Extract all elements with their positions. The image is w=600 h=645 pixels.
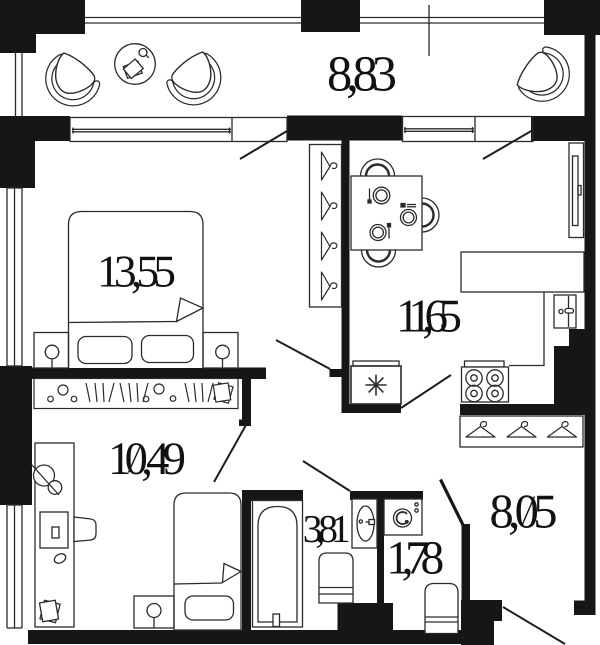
svg-text:3,81: 3,81 [303, 507, 351, 551]
svg-text:8,05: 8,05 [490, 486, 558, 539]
svg-text:8,83: 8,83 [327, 46, 397, 102]
svg-text:13,55: 13,55 [97, 246, 176, 297]
svg-text:1,78: 1,78 [386, 533, 444, 585]
svg-text:10,49: 10,49 [108, 434, 186, 485]
svg-text:11,65: 11,65 [396, 291, 462, 343]
